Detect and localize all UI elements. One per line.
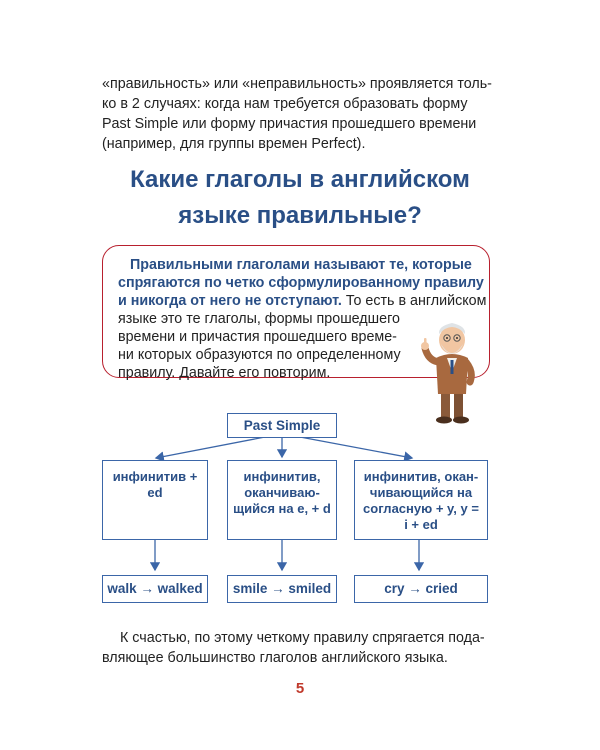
rule-line: щийся на е, + d [233, 501, 331, 516]
rule-line: оканчиваю- [244, 485, 320, 500]
callout-line: языке это те глаголы, формы прошедшего [118, 311, 400, 327]
intro-line: «правильность» или «неправильность» проя… [102, 76, 492, 92]
outro-paragraph: К счастью, по этому четкому правилу спря… [102, 628, 497, 668]
callout-line: То есть в английском [345, 293, 487, 309]
rule-line: ed [147, 485, 163, 500]
callout-line: Правильными глаголами называют те, котор… [130, 257, 472, 273]
past-simple-label: Past Simple [243, 417, 321, 433]
section-heading: Какие глаголы в английском языке правиль… [60, 162, 540, 234]
page-number: 5 [295, 680, 305, 697]
example-label: cry → cried [384, 581, 458, 596]
callout-line: и никогда от него не отступают. [118, 293, 342, 309]
example-box-walk: walk → walked [102, 575, 208, 603]
example-box-smile: smile → smiled [227, 575, 337, 603]
example-box-cry: cry → cried [354, 575, 488, 603]
callout-line: времени и причастия прошедшего време- [118, 329, 397, 345]
intro-line: ко в 2 случаях: когда нам требуется обра… [102, 96, 468, 112]
example-label: walk → walked [107, 581, 203, 596]
callout-box [102, 245, 490, 378]
callout-text: Правильными глаголами называют те, котор… [118, 256, 486, 382]
professor-illustration [421, 323, 475, 424]
outro-line: К счастью, по этому четкому правилу спря… [120, 630, 485, 646]
rule-line: инфинитив, окан- [363, 469, 479, 484]
intro-paragraph: «правильность» или «неправильность» проя… [102, 74, 497, 154]
rule-box-y-ied: инфинитив, окан- чивающийся на согласную… [354, 460, 488, 540]
rule-box-e-d: инфинитив, оканчиваю- щийся на е, + d [227, 460, 337, 540]
heading-line: языке правильные? [178, 202, 422, 229]
rule-box-ed: инфинитив + ed [102, 460, 208, 540]
rule-line: согласную + у, у = [363, 501, 479, 516]
intro-line: (например, для группы времен Perfect). [102, 136, 366, 152]
rule-line: чивающийся на [369, 485, 473, 500]
rule-line: инфинитив, [243, 469, 321, 484]
rule-line: i + ed [404, 517, 438, 532]
callout-line: спрягаются по четко сформулированному пр… [118, 275, 484, 291]
intro-line: Past Simple или форму причастия прошедше… [102, 116, 477, 132]
past-simple-box: Past Simple [227, 413, 337, 438]
rule-line: инфинитив + [112, 469, 198, 484]
callout-line: ни которых образуются по определенному [118, 347, 401, 363]
example-label: smile → smiled [232, 581, 332, 596]
heading-line: Какие глаголы в английском [130, 166, 470, 193]
outro-line: вляющее большинство глаголов английского… [102, 650, 448, 666]
callout-line: правилу. Давайте его повторим. [118, 365, 331, 381]
